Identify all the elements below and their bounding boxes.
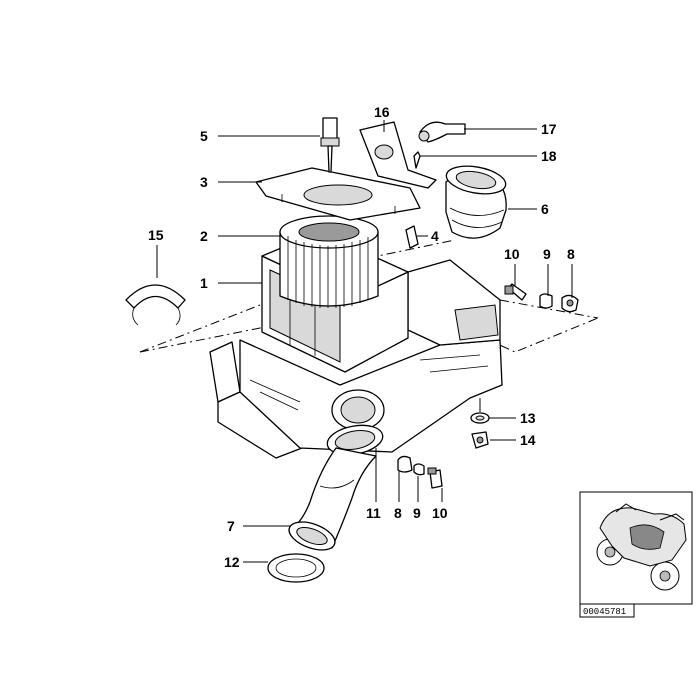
part-5-sensor	[320, 117, 340, 173]
callout-6: 6	[541, 201, 549, 217]
fastener-set-upper	[504, 283, 579, 313]
callout-8-upper: 8	[567, 246, 575, 262]
part-12-hose-clamp	[267, 553, 325, 583]
callout-9-lower: 9	[413, 505, 421, 521]
part-2-filter-element	[279, 215, 379, 308]
callout-10-lower: 10	[432, 505, 448, 521]
callout-12: 12	[224, 554, 240, 570]
vehicle-thumbnail: 00045781	[579, 491, 693, 618]
callout-10-upper: 10	[504, 246, 520, 262]
part-6-intake-sleeve	[445, 165, 507, 239]
motorcycle-icon	[596, 503, 687, 591]
part-4-clip	[405, 225, 419, 249]
fastener-set-lower	[397, 455, 443, 489]
callout-16: 16	[374, 104, 390, 120]
part-11-outlet-clamp	[326, 424, 384, 456]
callout-17: 17	[541, 121, 557, 137]
callout-8-lower: 8	[394, 505, 402, 521]
callout-3: 3	[200, 174, 208, 190]
callout-5: 5	[200, 128, 208, 144]
callout-4: 4	[431, 228, 439, 244]
callout-labels: 5 3 2 1 15 16 17 18 4 6 10 9 8 13 14 11 …	[148, 104, 575, 570]
fastener-set-right	[470, 412, 490, 449]
part-17-hose-clip	[418, 121, 466, 143]
callout-2: 2	[200, 228, 208, 244]
part-3-cover-plate	[255, 167, 421, 221]
part-18-screw	[413, 151, 421, 169]
callout-15: 15	[148, 227, 164, 243]
reference-code: 00045781	[583, 607, 626, 617]
callout-18: 18	[541, 148, 557, 164]
callout-14: 14	[520, 432, 536, 448]
callout-9-upper: 9	[543, 246, 551, 262]
callout-7: 7	[227, 518, 235, 534]
leader-lines	[156, 120, 573, 563]
callout-1: 1	[200, 275, 208, 291]
part-16-bracket	[359, 121, 437, 189]
part-7-hose	[288, 447, 377, 551]
part-15-clamp	[125, 284, 186, 326]
callout-13: 13	[520, 410, 536, 426]
callout-11: 11	[366, 505, 381, 521]
